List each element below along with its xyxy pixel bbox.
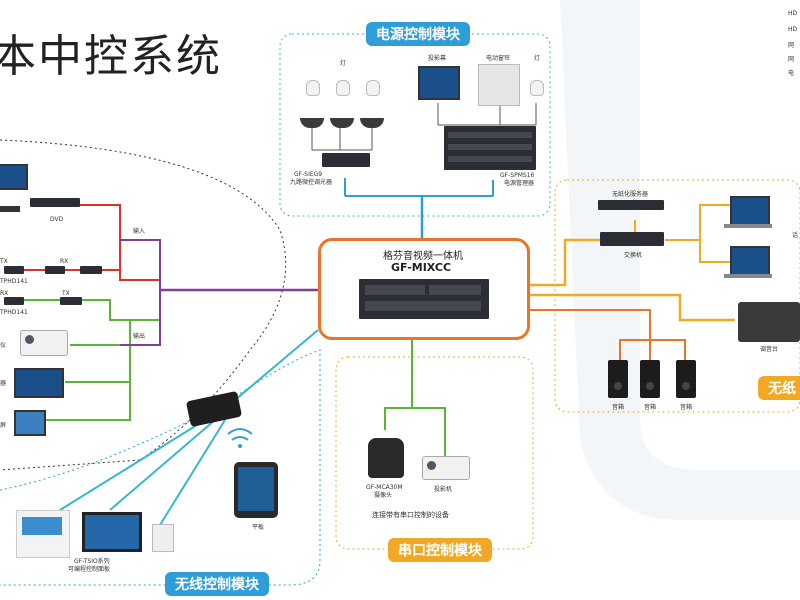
speaker-icon-1 xyxy=(608,360,628,398)
speaker-label-1: 音箱 xyxy=(612,404,625,411)
downlight-icon-1 xyxy=(300,118,324,128)
paperless-module-badge: 无纸 xyxy=(758,376,800,400)
projector-icon xyxy=(20,330,68,356)
power-module-region xyxy=(279,33,551,217)
camera-model: GF-MCA30M xyxy=(366,484,403,491)
laptop-icon-2 xyxy=(730,246,770,276)
hub-name: 格芬音视频一体机 xyxy=(383,251,463,262)
rx1-device-icon xyxy=(80,266,102,274)
tablet-icon xyxy=(234,462,278,518)
tx1-device-icon xyxy=(4,266,24,274)
speaker-icon-3 xyxy=(676,360,696,398)
switch-icon xyxy=(600,232,664,246)
mixer-icon xyxy=(738,302,800,342)
power-manager-model: GF-SPMS16 xyxy=(500,172,535,179)
monitor-icon xyxy=(0,164,28,190)
tphd2-label: TPHD141 xyxy=(0,309,28,316)
control-panel-icon-3 xyxy=(152,524,174,552)
output-label: 输出 xyxy=(133,333,146,340)
serial-module-region xyxy=(335,356,534,550)
downlight-icon-2 xyxy=(330,118,354,128)
corner-text-3: 网 xyxy=(788,42,795,49)
dvd-label: DVD xyxy=(50,216,64,223)
speaker-icon-2 xyxy=(640,360,660,398)
dvd-player-icon xyxy=(30,198,80,207)
laptop-base-icon-1 xyxy=(724,224,772,228)
curtain-icon xyxy=(478,64,520,106)
tphd1-label: TPHD141 xyxy=(0,278,28,285)
rx1-label: RX xyxy=(60,258,69,265)
wireless-module-region xyxy=(0,349,321,586)
tx2-device-icon xyxy=(60,297,82,305)
hub-device-icon xyxy=(359,279,489,319)
bulb-icon-3 xyxy=(366,80,380,96)
control-panel-icon-1 xyxy=(16,510,70,558)
light-label-left: 灯 xyxy=(340,60,347,67)
display-icon xyxy=(14,368,64,398)
wireless-module-badge: 无线控制模块 xyxy=(165,572,269,596)
screen-label: 投影幕 xyxy=(428,55,447,62)
corner-text-5: 电 xyxy=(788,70,795,77)
input-label: 输入 xyxy=(133,228,146,235)
laptop-cut-label: 话 xyxy=(792,232,799,239)
extender-mid-icon xyxy=(45,266,65,274)
power-manager-desc: 电源管理器 xyxy=(504,180,535,187)
control-panel-icon-2 xyxy=(82,512,142,552)
dimmer-model: GF-SIEG9 xyxy=(294,171,323,178)
serial-projector-label: 投影机 xyxy=(434,486,453,493)
power-module-badge: 电源控制模块 xyxy=(366,22,470,46)
switch-label: 交换机 xyxy=(624,252,643,259)
touchscreen-icon xyxy=(14,410,46,436)
camera-icon xyxy=(368,438,404,478)
mixer-label: 调音台 xyxy=(760,346,779,353)
camera-desc: 摄像头 xyxy=(374,492,393,499)
serial-note: 连接带有串口控制的设备 xyxy=(372,511,449,519)
speaker-label-2: 音箱 xyxy=(644,404,657,411)
downlight-icon-3 xyxy=(360,118,384,128)
projector-cut-label: 仪 xyxy=(0,342,7,349)
page-title: 本中控系统 xyxy=(0,31,222,82)
hub-model: GF-MIXCC xyxy=(391,261,452,274)
serial-projector-icon xyxy=(422,456,470,480)
corner-text-2: HD xyxy=(788,26,798,33)
tx1-label: TX xyxy=(0,258,8,265)
corner-text-1: HD xyxy=(788,10,798,17)
laptop-base-icon-2 xyxy=(724,274,772,278)
rx2-device-icon xyxy=(4,297,24,305)
wireless-server-icon xyxy=(598,200,664,210)
touch-cut-label: 屏 xyxy=(0,422,7,429)
power-manager-device-icon xyxy=(444,126,536,170)
curtain-label: 电动窗帘 xyxy=(486,55,511,62)
laptop-icon-1 xyxy=(730,196,770,226)
keyboard-icon xyxy=(0,206,20,212)
bulb-icon-4 xyxy=(530,80,544,96)
dimmer-device-icon xyxy=(322,153,370,167)
rx2-label: RX xyxy=(0,290,9,297)
bulb-icon-2 xyxy=(336,80,350,96)
corner-text-4: 网 xyxy=(788,56,795,63)
wireless-server-label: 无纸化服务器 xyxy=(612,191,649,198)
panel-desc: 可编程控制面板 xyxy=(68,566,111,573)
light-label-right: 灯 xyxy=(534,55,541,62)
panel-model: GF-TSIO系列 xyxy=(74,558,110,565)
screen-icon xyxy=(418,66,460,100)
dimmer-desc: 九路微控调光器 xyxy=(290,179,333,186)
speaker-label-3: 音箱 xyxy=(680,404,693,411)
hub-box: 格芬音视频一体机 GF-MIXCC xyxy=(318,238,530,340)
tx2-label: TX xyxy=(62,290,70,297)
tablet-label: 平板 xyxy=(252,524,265,531)
serial-module-badge: 串口控制模块 xyxy=(388,538,492,562)
display-cut-label: 器 xyxy=(0,380,7,387)
bulb-icon-1 xyxy=(306,80,320,96)
